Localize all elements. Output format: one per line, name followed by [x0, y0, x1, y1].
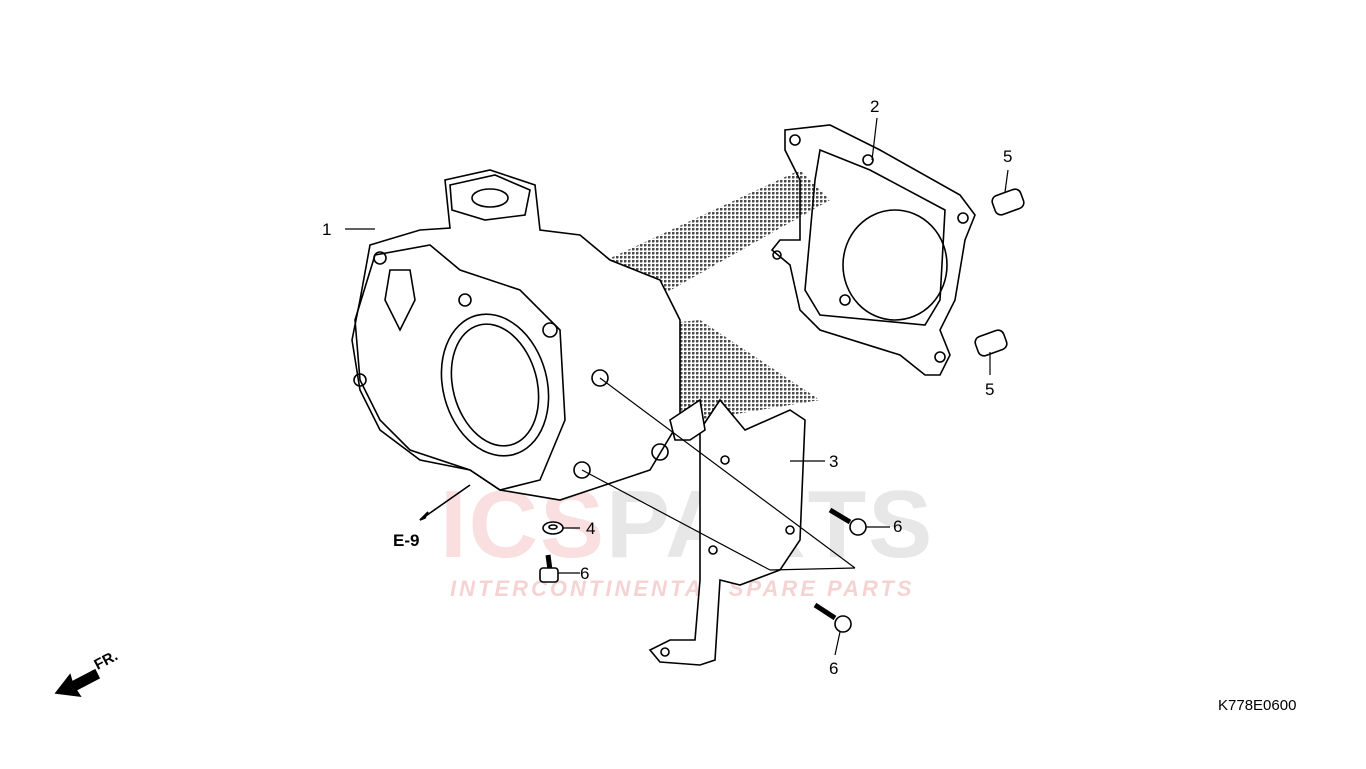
callout-3: 3: [829, 452, 839, 471]
leader-lines: [345, 117, 1009, 656]
reference-e9-link[interactable]: E-9: [393, 531, 420, 550]
drawing-code: K778E0600: [1218, 697, 1297, 714]
callout-5b: 5: [985, 380, 995, 399]
callout-6c: 6: [829, 659, 839, 678]
callout-6a: 6: [893, 517, 903, 536]
bracket-part-3[interactable]: [648, 398, 806, 666]
washer-part-4[interactable]: [542, 521, 564, 535]
dowel-pin-5b[interactable]: [973, 328, 1008, 357]
dowel-pin-5a[interactable]: [990, 187, 1025, 216]
front-direction-arrow-icon: [54, 668, 101, 698]
watermark-tagline: INTERCONTINENTAL SPARE PARTS: [450, 576, 915, 601]
bolt-6a[interactable]: [828, 507, 867, 536]
bolt-6c[interactable]: [813, 602, 852, 633]
callout-1: 1: [322, 220, 332, 239]
gasket-part-2[interactable]: [770, 124, 976, 376]
cylinder-part-1[interactable]: [351, 169, 681, 521]
callout-2: 2: [870, 97, 880, 116]
bolt-6b[interactable]: [539, 554, 559, 583]
callout-5a: 5: [1003, 147, 1013, 166]
callout-6b: 6: [580, 564, 590, 583]
callout-4: 4: [586, 519, 596, 538]
